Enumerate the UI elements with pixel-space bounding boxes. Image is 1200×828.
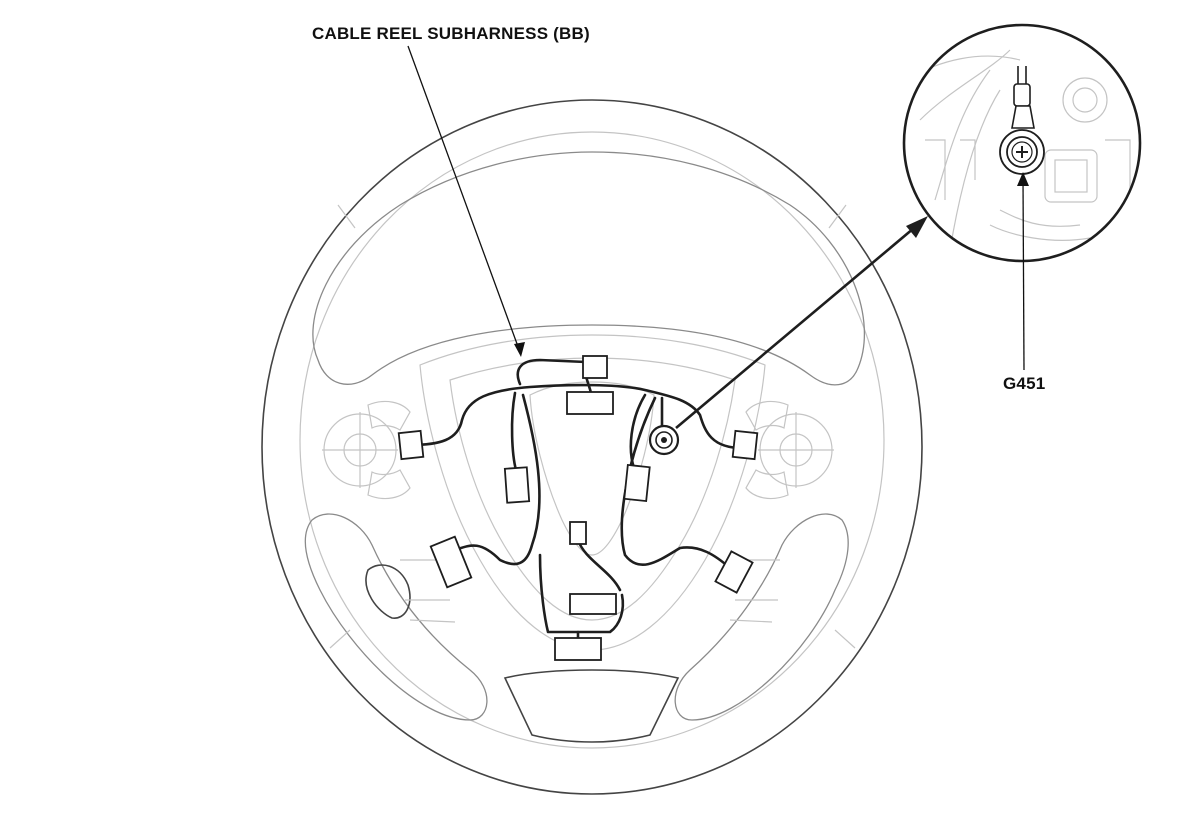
ground-leader-arrowhead	[1017, 172, 1029, 186]
connector-top	[582, 355, 608, 379]
lower-left-switch	[365, 559, 456, 623]
ground-label: G451	[1003, 374, 1046, 393]
detail-arrowhead	[906, 216, 928, 238]
connector-left	[397, 429, 425, 461]
connector-mid-right	[623, 463, 651, 503]
rim-mark	[828, 204, 847, 229]
connector-right	[731, 429, 759, 461]
lower-left-opening	[304, 513, 488, 721]
rim-mark	[337, 204, 356, 229]
connector-upper-center	[566, 391, 614, 415]
right-switch-cluster	[745, 400, 834, 500]
connector-mid-left	[503, 466, 531, 504]
connector-bottom	[554, 637, 602, 661]
left-switch-cluster	[322, 400, 411, 500]
ground-leader	[1022, 177, 1025, 371]
harness-label: CABLE REEL SUBHARNESS (BB)	[312, 24, 590, 43]
wheel-rim-outer	[261, 99, 923, 795]
magnified-detail-circle	[902, 23, 1142, 263]
connector-lower-right	[714, 550, 754, 594]
cable-reel-subharness	[397, 355, 759, 661]
rim-mark	[834, 629, 856, 649]
upper-opening	[312, 151, 866, 386]
lower-right-opening	[674, 513, 849, 721]
connector-center	[569, 521, 587, 545]
bottom-spoke-cover	[503, 669, 680, 743]
hub-outline	[419, 334, 766, 651]
harness-leader	[407, 45, 521, 353]
ground-bolt-icon	[648, 424, 680, 456]
wheel-rim-inner	[299, 131, 885, 749]
connector-lower-left	[429, 535, 473, 589]
connector-lower-center	[569, 593, 617, 615]
rim-mark	[329, 629, 351, 649]
detail-arrow	[675, 227, 915, 429]
harness-leader-arrowhead	[514, 342, 525, 357]
